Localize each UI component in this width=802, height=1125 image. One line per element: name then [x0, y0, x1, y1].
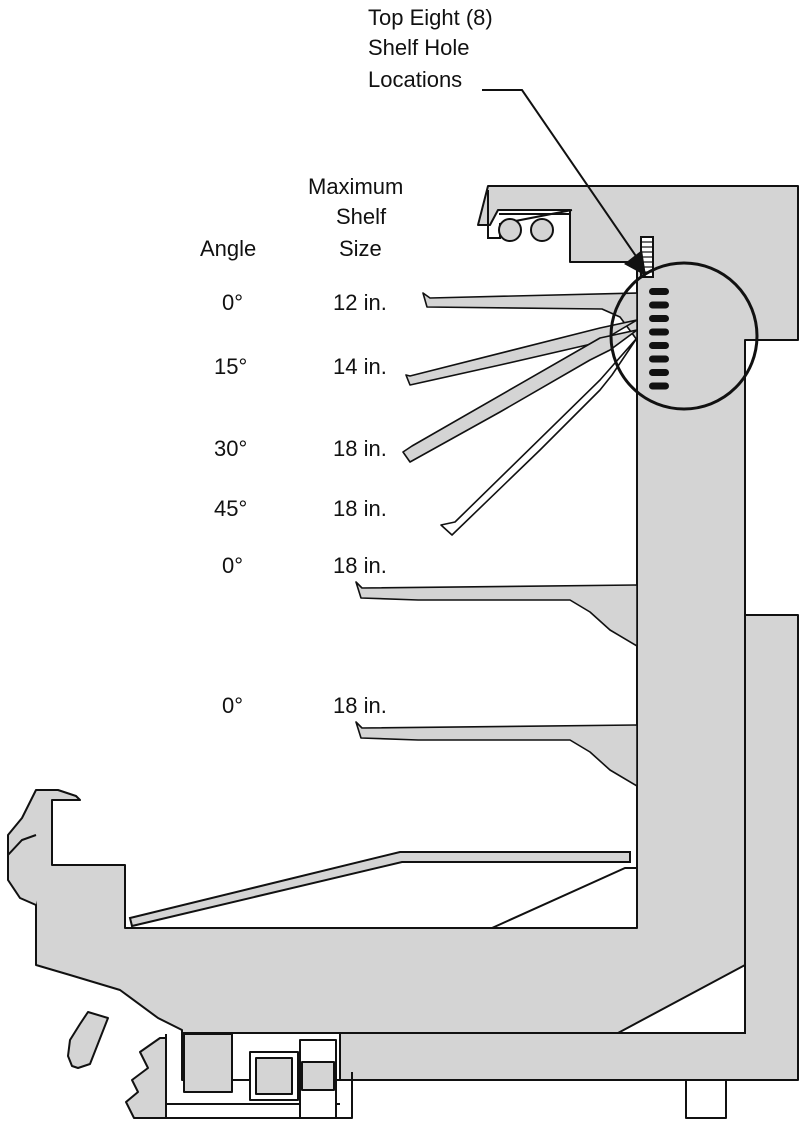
- rows: 0° 12 in. 15° 14 in. 30° 18 in. 45° 18 i…: [214, 290, 387, 718]
- shelf-holes: [649, 288, 669, 390]
- shelf-lower-0deg-18in-b: [355, 721, 638, 787]
- row-6-size: 18 in.: [333, 693, 387, 718]
- shelf-45deg-18in: [440, 337, 638, 536]
- column-headers: Angle Maximum Shelf Size: [200, 174, 403, 261]
- row-1-angle: 0°: [222, 290, 243, 315]
- max-size-header-line-3: Size: [339, 236, 382, 261]
- shelf-hole: [649, 315, 669, 322]
- row-3-size: 18 in.: [333, 436, 387, 461]
- well-deck: [128, 851, 637, 929]
- callout-line-1: Top Eight (8): [368, 5, 493, 30]
- light-tube-2: [530, 218, 554, 242]
- row-4-angle: 45°: [214, 496, 247, 521]
- callout-line-2: Shelf Hole: [368, 35, 470, 60]
- kick-plate: [67, 1011, 109, 1069]
- callout-leader-line: [482, 89, 641, 263]
- row-5-size: 18 in.: [333, 553, 387, 578]
- callout-label: Top Eight (8) Shelf Hole Locations: [368, 5, 493, 92]
- leg: [685, 1079, 727, 1119]
- shelf-hole: [649, 369, 669, 376]
- callout-arrowhead: [624, 250, 646, 276]
- shelf-lower-0deg-18in-a: [355, 581, 638, 647]
- max-size-header-line-1: Maximum: [308, 174, 403, 199]
- deck-pan: [128, 851, 631, 928]
- front-lower-panel: [125, 1037, 167, 1119]
- row-3-angle: 30°: [214, 436, 247, 461]
- case-body: [7, 185, 799, 1119]
- base-inner-block: [183, 1033, 233, 1093]
- row-2-angle: 15°: [214, 354, 247, 379]
- angle-header: Angle: [200, 236, 256, 261]
- shelf-hole: [649, 328, 669, 336]
- callout-line-3: Locations: [368, 67, 462, 92]
- shelf-hole: [649, 301, 669, 309]
- main-case-section: [7, 185, 799, 1063]
- hood-front-lip: [487, 190, 573, 239]
- row-6-angle: 0°: [222, 693, 243, 718]
- shelves: [355, 292, 638, 787]
- row-5-angle: 0°: [222, 553, 243, 578]
- pipe-connector-inner: [301, 1061, 335, 1091]
- shelf-hole: [649, 355, 669, 363]
- row-4-size: 18 in.: [333, 496, 387, 521]
- shelf-15deg-14in: [405, 319, 638, 386]
- shelf-30deg-18in: [402, 329, 638, 463]
- shelf-hole: [649, 382, 669, 390]
- row-1-size: 12 in.: [333, 290, 387, 315]
- shelf-hole-magnifier: [609, 261, 759, 411]
- row-2-size: 14 in.: [333, 354, 387, 379]
- rear-brace: [617, 963, 746, 1034]
- max-size-header-line-2: Shelf: [336, 204, 387, 229]
- front-bumper: [7, 834, 37, 906]
- light-tube-1: [498, 218, 522, 242]
- shelf-0deg-12in: [422, 292, 638, 341]
- shelf-hole: [649, 342, 669, 349]
- shelf-hole: [649, 288, 669, 295]
- deck-support: [491, 867, 637, 929]
- drain-fitting-inner: [255, 1057, 293, 1095]
